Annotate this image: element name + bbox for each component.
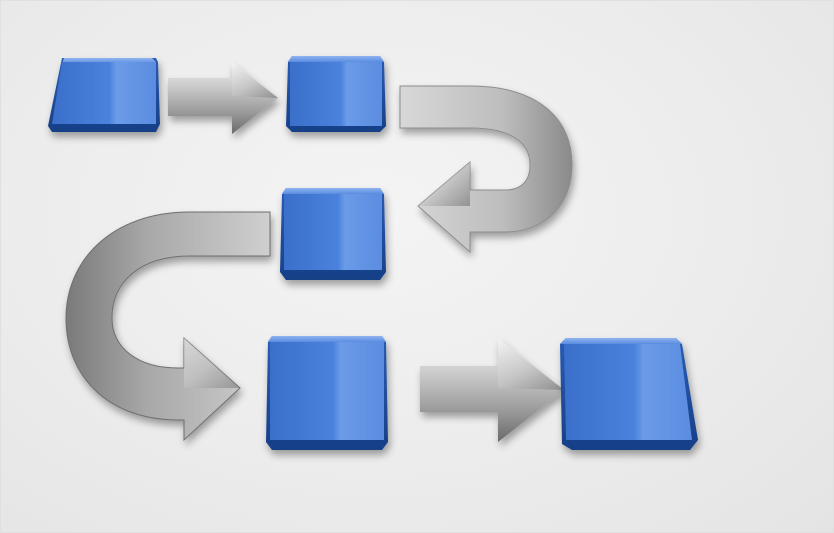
curved-arrow-1 — [399, 85, 573, 254]
process-box-2 — [286, 56, 386, 132]
process-box-3 — [280, 188, 386, 280]
straight-arrow-1 — [168, 62, 278, 134]
process-box-1 — [48, 58, 160, 132]
process-box-5 — [560, 338, 698, 450]
process-box-4 — [266, 336, 388, 450]
curved-arrow-2 — [65, 211, 271, 442]
straight-arrow-2 — [420, 338, 564, 442]
